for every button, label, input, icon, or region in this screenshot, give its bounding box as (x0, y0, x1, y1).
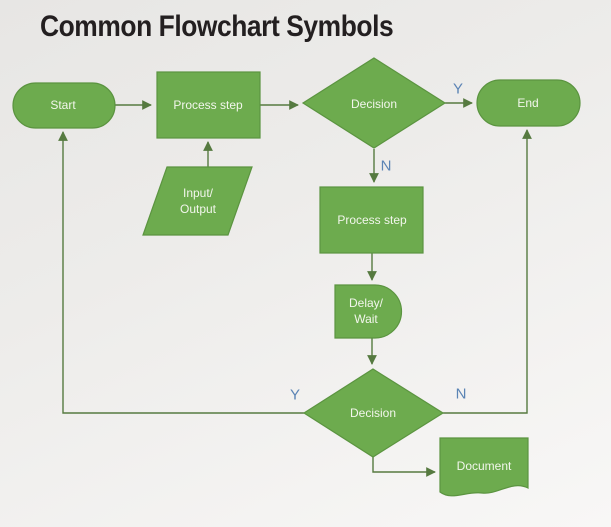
process-2-label: Process step (337, 212, 407, 227)
process-step-2-shape (319, 186, 424, 254)
input-output-label: Input/Output (180, 185, 216, 217)
start-terminator-shape (12, 82, 116, 129)
page-title: Common Flowchart Symbols (40, 10, 394, 43)
delay-wait-shape (334, 284, 403, 339)
edge-decision2-end (443, 129, 532, 414)
decision-2-yes-label: Y (289, 386, 301, 404)
process-1-label: Process step (173, 97, 243, 112)
edge-decision2-document (372, 457, 436, 477)
input-output-label-line2: Output (179, 202, 217, 216)
decision-1-yes-label: Y (452, 80, 464, 98)
input-output-parallelogram-shape (142, 166, 253, 236)
end-terminator-shape (476, 79, 581, 127)
decision-1-no-label: N (380, 157, 392, 175)
delay-wait-label-line1: Delay/ (348, 295, 384, 310)
decision-1-label: Decision (350, 96, 398, 111)
decision-2-no-label: N (455, 385, 467, 403)
process-step-1-shape (156, 71, 261, 139)
document-shape (439, 437, 529, 497)
edge-decision2-start (58, 131, 304, 414)
start-label: Start (50, 97, 76, 112)
document-label: Document (456, 458, 512, 473)
decision-2-diamond-shape (302, 368, 445, 458)
end-label: End (517, 95, 539, 110)
decision-2-label: Decision (349, 405, 397, 420)
decision-1-diamond-shape (301, 57, 447, 149)
delay-wait-label: Delay/Wait (349, 295, 383, 327)
input-output-label-line1: Input/ (182, 185, 214, 200)
delay-wait-label-line2: Wait (354, 312, 378, 326)
